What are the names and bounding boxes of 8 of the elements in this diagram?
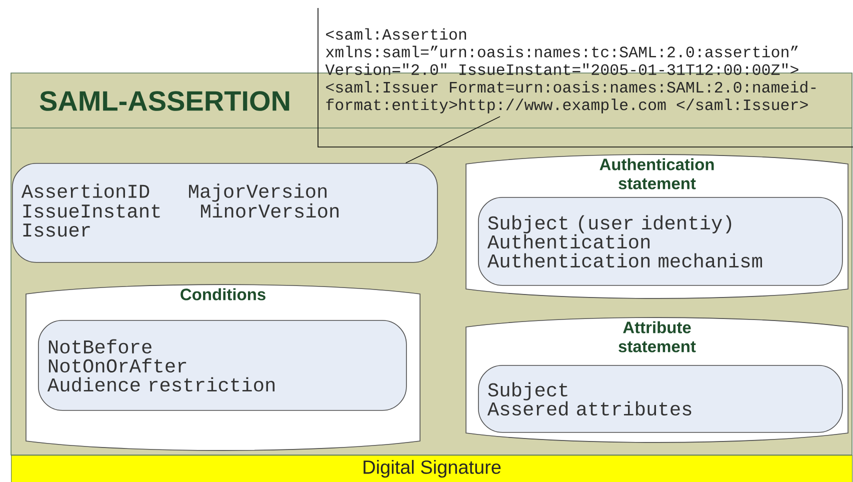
field-list-box: Subject (user identiy) Authentication Authentication mechanism bbox=[478, 197, 843, 286]
panel-title: SAML-ASSERTION bbox=[40, 91, 290, 111]
field-list-box: AssertionID MajorVersion IssueInstant MinorVersion Issuer bbox=[12, 163, 438, 263]
signature-band: Digital Signature bbox=[11, 455, 853, 482]
field-list-box: NotBefore NotOnOrAfter Audience restriction bbox=[38, 320, 407, 411]
xml-code-callout: <saml:Assertion xmlns:saml=”urn:oasis:names:tc:SAML:2.0:assertion” Version="2.0" IssueInstant="2005-01-31T12:00:00Z"> <saml:Issuer Format=urn:oasis:names:SAML:2.0:nameid- format:entity>http://www.example.com </saml:Issuer> bbox=[318, 8, 853, 148]
leader-line bbox=[405, 116, 500, 164]
field-list-box: Subject Assered attributes bbox=[478, 365, 843, 433]
